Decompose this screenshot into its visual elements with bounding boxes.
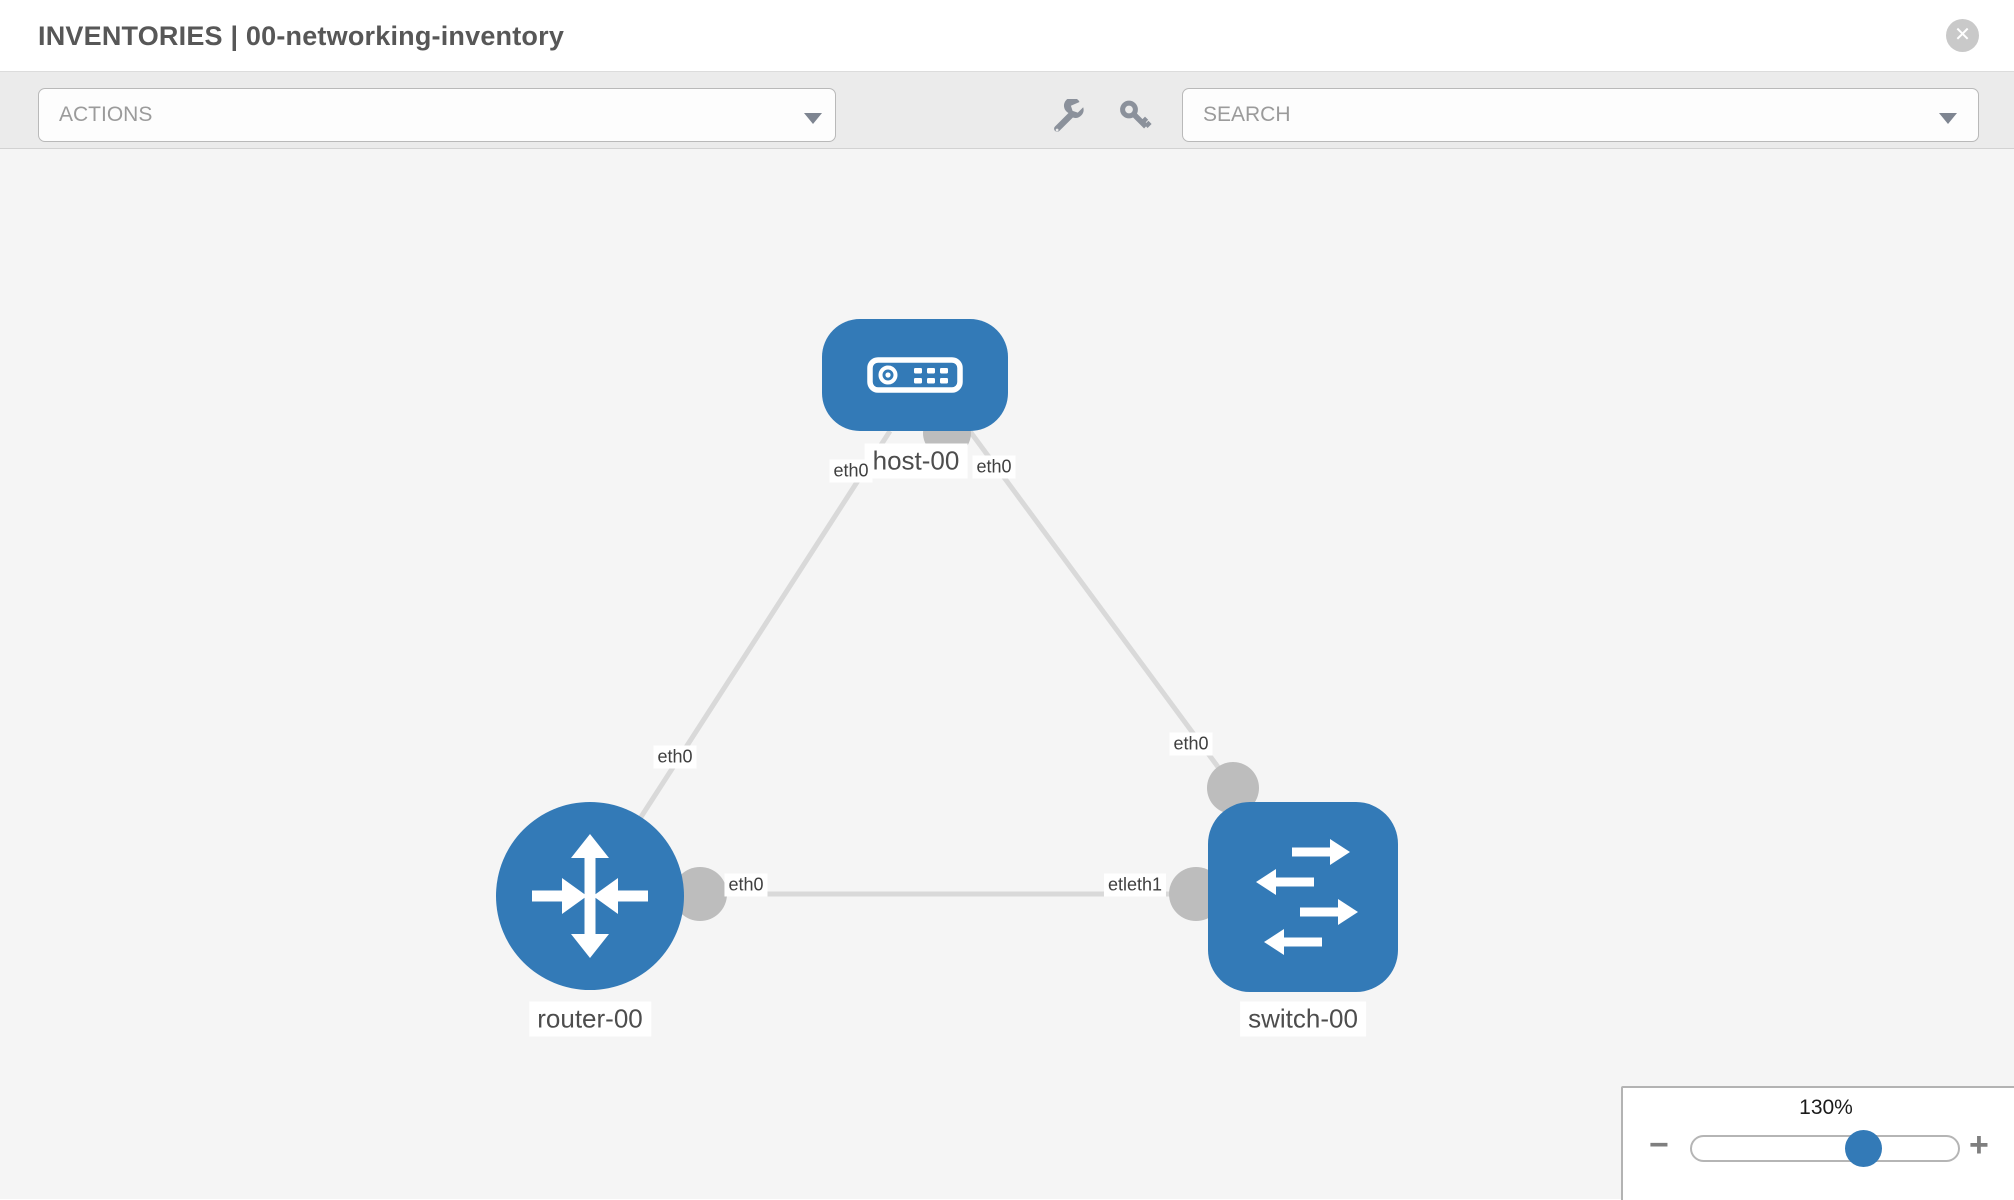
interface-label-switch-left: etleth1	[1103, 873, 1167, 897]
toolbar: ACTIONS SEARCH	[0, 72, 2014, 149]
actions-dropdown-label: ACTIONS	[59, 103, 153, 126]
chevron-down-icon	[1939, 113, 1957, 124]
page-header: INVENTORIES | 00-networking-inventory ✕	[0, 0, 2014, 72]
node-label-host: host-00	[864, 443, 968, 479]
connector-switch-eth0	[1207, 762, 1259, 814]
search-dropdown[interactable]: SEARCH	[1182, 88, 1979, 142]
key-icon[interactable]	[1118, 99, 1152, 133]
zoom-slider-thumb[interactable]	[1845, 1130, 1882, 1167]
node-label-switch: switch-00	[1240, 1001, 1366, 1037]
interface-label-host-left: eth0	[829, 459, 873, 483]
interface-label-switch-top: eth0	[1169, 732, 1213, 756]
wrench-icon[interactable]	[1050, 99, 1084, 133]
zoom-slider-track[interactable]	[1690, 1135, 1960, 1162]
node-label-router: router-00	[529, 1001, 651, 1037]
node-host-00[interactable]	[822, 319, 1008, 431]
host-device-icon	[867, 357, 963, 393]
topology-canvas[interactable]: host-00 router-00 switch-00 eth0 eth0 et…	[0, 149, 2014, 1200]
page-title: INVENTORIES | 00-networking-inventory	[38, 21, 565, 51]
zoom-level-value: 130%	[1799, 1096, 1853, 1119]
zoom-out-button[interactable]: −	[1649, 1126, 1669, 1164]
interface-label-router-right: eth0	[724, 873, 768, 897]
interface-label-router-top: eth0	[653, 745, 697, 769]
router-arrows-icon	[532, 834, 648, 958]
zoom-in-button[interactable]: +	[1969, 1126, 1989, 1164]
links-layer	[587, 405, 1306, 921]
actions-dropdown[interactable]: ACTIONS	[38, 88, 836, 142]
close-icon[interactable]: ✕	[1946, 19, 1979, 52]
switch-arrows-icon	[1256, 839, 1358, 955]
chevron-down-icon	[804, 113, 822, 124]
node-switch-00[interactable]	[1208, 802, 1398, 992]
zoom-panel: 130% − +	[1621, 1086, 2014, 1200]
connector-router-eth0	[673, 867, 727, 921]
search-dropdown-label: SEARCH	[1203, 103, 1291, 126]
node-router-00[interactable]	[496, 802, 684, 990]
interface-label-host-right: eth0	[972, 455, 1016, 479]
